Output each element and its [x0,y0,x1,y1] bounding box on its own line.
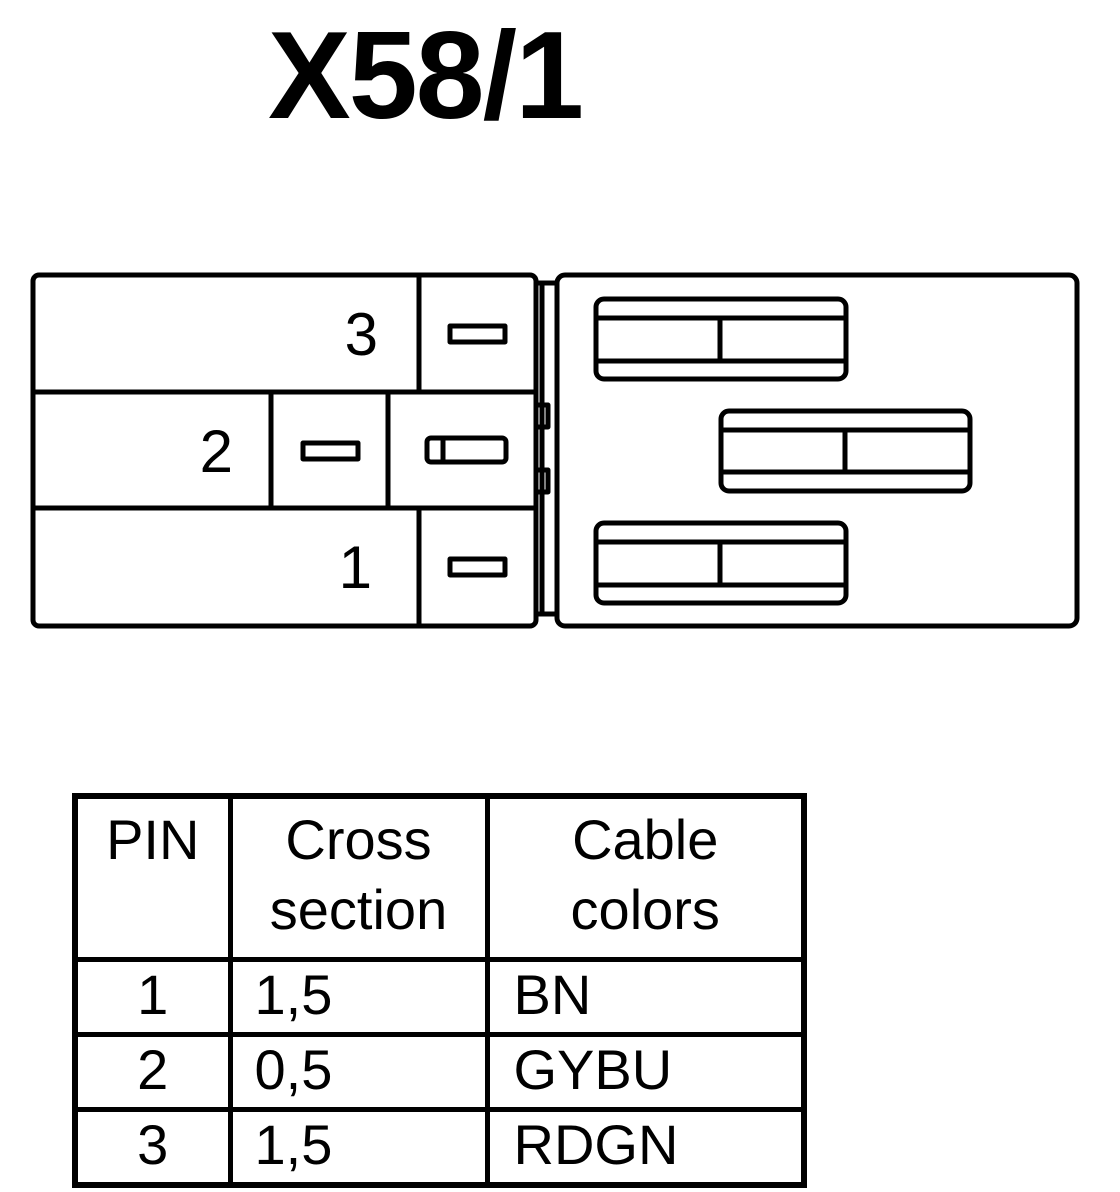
pin-table: PIN Cross section Cable colors 1 1,5 BN … [72,793,807,1188]
pin-label-2: 2 [200,418,233,485]
header-pin: PIN [72,793,233,962]
connector-body-right [554,272,1080,629]
table-row: 2 0,5 GYBU [72,1032,807,1112]
cell-pin: 2 [72,1032,233,1112]
latch-bottom [533,467,551,495]
cell-cable-color: BN [484,957,807,1037]
contact-slot-1 [447,556,508,578]
table-row: 1 1,5 BN [72,957,807,1037]
header-cross-section: Cross section [227,793,490,962]
cell-cross-section: 1,5 [227,1107,490,1188]
pin-table-header: PIN Cross section Cable colors [72,793,807,962]
connector-title: X58/1 [268,7,584,145]
contact-slot-2b [424,435,509,465]
header-cable-colors: Cable colors [484,793,807,962]
contact-slot-3 [447,323,508,345]
pin-label-3: 3 [345,301,378,368]
cell-pin: 3 [72,1107,233,1188]
terminal-1 [593,520,849,606]
cell-pin: 1 [72,957,233,1037]
terminal-2 [718,408,973,494]
cell-cross-section: 1,5 [227,957,490,1037]
connector-body-left [30,272,539,629]
terminal-3 [593,296,849,382]
connector-diagram: 3 2 1 [30,272,1080,629]
table-row: 3 1,5 RDGN [72,1107,807,1188]
contact-slot-2a [300,440,361,462]
cell-cable-color: RDGN [484,1107,807,1188]
latch-top [533,402,551,430]
pin-label-1: 1 [339,534,372,601]
cell-cross-section: 0,5 [227,1032,490,1112]
cell-cable-color: GYBU [484,1032,807,1112]
